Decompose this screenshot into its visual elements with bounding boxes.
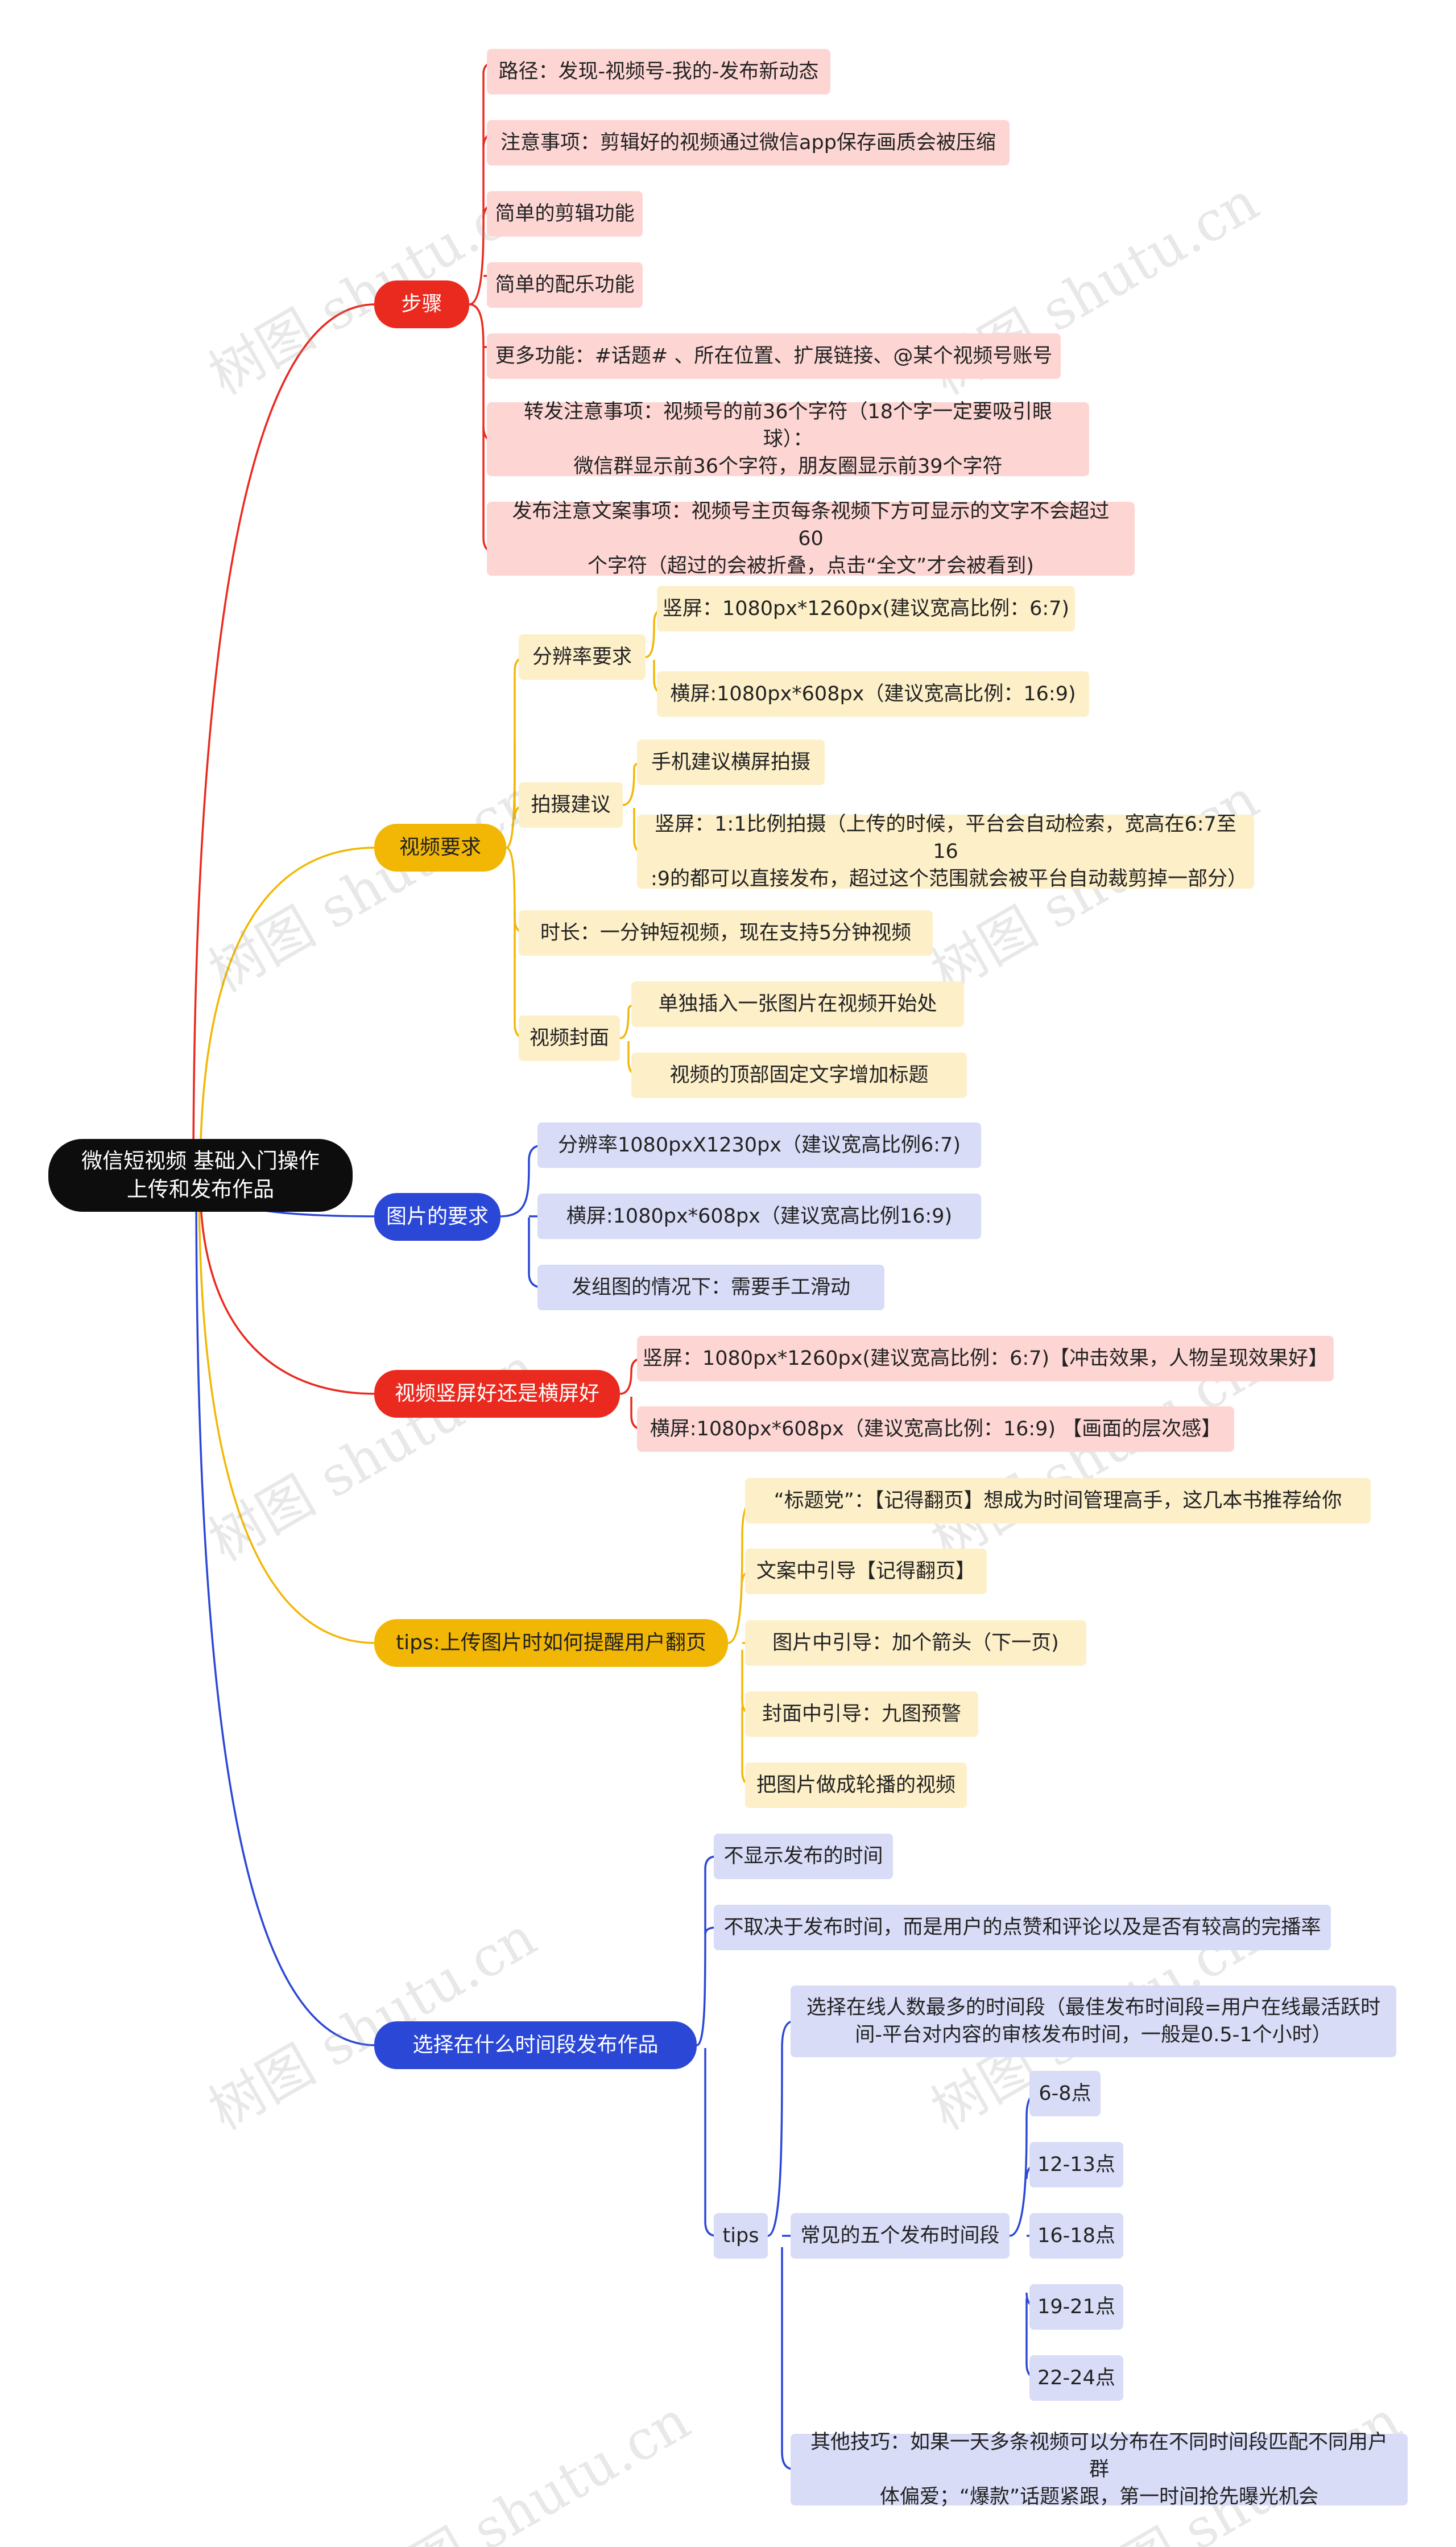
shoot-item[interactable]: 竖屏：1:1比例拍摄（上传的时候，平台会自动检索，宽高在6:7至16 :9的都可… bbox=[637, 813, 1254, 890]
steps-item[interactable]: 简单的剪辑功能 bbox=[487, 191, 643, 237]
tips-flip-item[interactable]: “标题党”：【记得翻页】想成为时间管理高手，这几本书推荐给你 bbox=[745, 1478, 1371, 1524]
time-slot[interactable]: 12-13点 bbox=[1029, 2142, 1123, 2187]
shoot-item[interactable]: 手机建议横屏拍摄 bbox=[637, 740, 825, 785]
cover-item[interactable]: 单独插入一张图片在视频开始处 bbox=[631, 981, 964, 1027]
shoot-item2-line1: 竖屏：1:1比例拍摄（上传的时候，平台会自动检索，宽高在6:7至16 bbox=[655, 813, 1236, 863]
time-slot[interactable]: 22-24点 bbox=[1029, 2355, 1123, 2401]
steps-publish-note[interactable]: 发布注意文案事项：视频号主页每条视频下方可显示的文字不会超过60 个字符（超过的… bbox=[487, 500, 1135, 577]
orientation-item[interactable]: 竖屏：1080px*1260px(建议宽高比例：6:7)【冲击效果，人物呈现效果… bbox=[637, 1336, 1334, 1381]
other-line1: 其他技巧：如果一天多条视频可以分布在不同时间段匹配不同用户群 bbox=[810, 2431, 1388, 2481]
forward-line1: 转发注意事项：视频号的前36个字符（18个字一定要吸引眼球）： bbox=[523, 401, 1053, 451]
tips-flip-item[interactable]: 文案中引导【记得翻页】 bbox=[745, 1549, 987, 1594]
tips-flip-item[interactable]: 把图片做成轮播的视频 bbox=[745, 1762, 967, 1808]
shoot-item2-line2: :9的都可以直接发布，超过这个范围就会被平台自动裁剪掉一部分） bbox=[651, 868, 1248, 890]
online-peak-note[interactable]: 选择在线人数最多的时间段（最佳发布时间段=用户在线最活跃时 间-平台对内容的审核… bbox=[791, 1985, 1396, 2057]
time-slot[interactable]: 6-8点 bbox=[1029, 2071, 1101, 2116]
video-cover[interactable]: 视频封面 bbox=[519, 1016, 620, 1061]
branch-orientation[interactable]: 视频竖屏好还是横屏好 bbox=[374, 1370, 620, 1418]
time-slot[interactable]: 19-21点 bbox=[1029, 2284, 1123, 2330]
publish-line1: 发布注意文案事项：视频号主页每条视频下方可显示的文字不会超过60 bbox=[512, 500, 1110, 550]
tips-node[interactable]: tips bbox=[714, 2213, 768, 2259]
tips-flip-item[interactable]: 图片中引导：加个箭头（下一页) bbox=[745, 1620, 1086, 1666]
image-item[interactable]: 横屏:1080px*608px（建议宽高比例16:9) bbox=[537, 1194, 981, 1239]
publish-line2: 个字符（超过的会被折叠，点击“全文”才会被看到) bbox=[588, 555, 1034, 577]
root-title-line1: 微信短视频 基础入门操作 bbox=[81, 1149, 320, 1173]
branch-image-requirements[interactable]: 图片的要求 bbox=[374, 1193, 500, 1241]
time-slots-node[interactable]: 常见的五个发布时间段 bbox=[791, 2213, 1010, 2259]
other-line2: 体偏爱；“爆款”话题紧跟，第一时间抢先曝光机会 bbox=[879, 2486, 1319, 2508]
branch-publish-time[interactable]: 选择在什么时间段发布作品 bbox=[374, 2021, 697, 2069]
steps-forward-note[interactable]: 转发注意事项：视频号的前36个字符（18个字一定要吸引眼球）： 微信群显示前36… bbox=[487, 401, 1089, 478]
online-line2: 间-平台对内容的审核发布时间，一般是0.5-1个小时） bbox=[855, 2024, 1332, 2046]
branch-tips-flip[interactable]: tips:上传图片时如何提醒用户翻页 bbox=[374, 1619, 728, 1667]
image-item[interactable]: 发组图的情况下：需要手工滑动 bbox=[537, 1265, 884, 1310]
resolution-item[interactable]: 横屏:1080px*608px（建议宽高比例：16:9) bbox=[657, 671, 1089, 717]
branch-video-requirements[interactable]: 视频要求 bbox=[374, 824, 506, 872]
orientation-item[interactable]: 横屏:1080px*608px（建议宽高比例：16:9) 【画面的层次感】 bbox=[637, 1406, 1234, 1452]
root-node[interactable]: 微信短视频 基础入门操作 上传和发布作品 bbox=[48, 1139, 353, 1212]
time-slot[interactable]: 16-18点 bbox=[1029, 2213, 1123, 2259]
online-line1: 选择在线人数最多的时间段（最佳发布时间段=用户在线最活跃时 bbox=[806, 1996, 1381, 2019]
image-item[interactable]: 分辨率1080pxX1230px（建议宽高比例6:7) bbox=[537, 1122, 981, 1168]
publish-time-item[interactable]: 不取决于发布时间，而是用户的点赞和评论以及是否有较高的完播率 bbox=[714, 1905, 1331, 1950]
root-title-line2: 上传和发布作品 bbox=[127, 1177, 274, 1202]
tips-flip-item[interactable]: 封面中引导：九图预警 bbox=[745, 1691, 978, 1737]
steps-item[interactable]: 注意事项：剪辑好的视频通过微信app保存画质会被压缩 bbox=[487, 120, 1010, 166]
steps-item[interactable]: 路径：发现-视频号-我的-发布新动态 bbox=[487, 49, 830, 94]
other-tips-note[interactable]: 其他技巧：如果一天多条视频可以分布在不同时间段匹配不同用户群 体偏爱；“爆款”话… bbox=[791, 2431, 1408, 2508]
steps-item[interactable]: 更多功能：#话题# 、所在位置、扩展链接、@某个视频号账号 bbox=[487, 333, 1061, 379]
resolution-requirement[interactable]: 分辨率要求 bbox=[519, 634, 646, 680]
branch-steps[interactable]: 步骤 bbox=[374, 280, 469, 328]
resolution-item[interactable]: 竖屏：1080px*1260px(建议宽高比例：6:7) bbox=[657, 586, 1075, 631]
cover-item[interactable]: 视频的顶部固定文字增加标题 bbox=[631, 1052, 967, 1098]
shoot-advice[interactable]: 拍摄建议 bbox=[519, 782, 623, 828]
publish-time-item[interactable]: 不显示发布的时间 bbox=[714, 1834, 893, 1879]
duration-item[interactable]: 时长：一分钟短视频，现在支持5分钟视频 bbox=[519, 910, 933, 956]
forward-line2: 微信群显示前36个字符，朋友圈显示前39个字符 bbox=[573, 455, 1003, 478]
steps-item[interactable]: 简单的配乐功能 bbox=[487, 262, 643, 308]
